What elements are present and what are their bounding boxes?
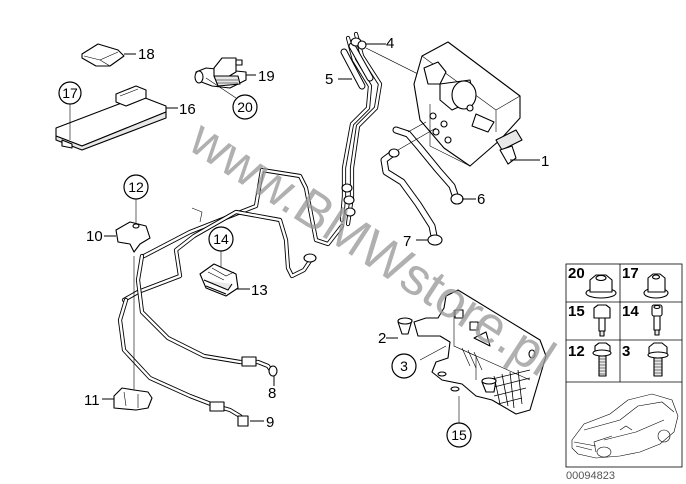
part-bracket[interactable] xyxy=(413,289,547,415)
part-8-hose[interactable] xyxy=(135,253,278,377)
part-18-cover[interactable] xyxy=(81,43,125,67)
part-16-control-module[interactable] xyxy=(55,85,167,151)
flange-nut-icon xyxy=(585,274,617,299)
callout-15-circle xyxy=(446,422,472,448)
fastener-kit-panel: 20 17 15 14 xyxy=(565,263,683,468)
car-outline-icon xyxy=(571,393,679,459)
part-11-clip[interactable] xyxy=(113,387,153,411)
part-brake-line-network[interactable] xyxy=(121,167,345,303)
part-19-sensor[interactable] xyxy=(194,57,247,89)
socket-bolt-icon xyxy=(651,304,663,336)
leader-3 xyxy=(419,345,447,361)
part-5-brake-lines[interactable] xyxy=(339,31,383,227)
callout-12[interactable]: 12 xyxy=(128,179,144,195)
part-13-clip-holder[interactable] xyxy=(199,263,239,297)
callout-8[interactable]: 8 xyxy=(268,385,276,402)
callout-2[interactable]: 2 xyxy=(378,330,386,347)
part-10-clip[interactable] xyxy=(115,221,151,253)
kit-label-14: 14 xyxy=(622,303,639,320)
callout-11[interactable]: 11 xyxy=(84,392,100,409)
callout-20-circle xyxy=(232,94,258,120)
callout-15[interactable]: 15 xyxy=(451,427,467,443)
kit-label-12: 12 xyxy=(568,343,585,360)
part-2-grommet[interactable] xyxy=(397,317,413,335)
callout-10[interactable]: 10 xyxy=(86,228,103,245)
leader-20 xyxy=(205,77,237,99)
callout-4[interactable]: 4 xyxy=(386,35,394,52)
part-6-hose[interactable] xyxy=(392,126,464,205)
callout-16[interactable]: 16 xyxy=(179,101,196,118)
callout-5[interactable]: 5 xyxy=(325,71,333,88)
kit-label-3: 3 xyxy=(622,343,630,360)
kit-frame xyxy=(565,263,683,468)
kit-label-17: 17 xyxy=(622,265,639,282)
callout-13[interactable]: 13 xyxy=(251,282,268,299)
callout-18[interactable]: 18 xyxy=(138,46,155,63)
hex-bolt-icon xyxy=(647,342,669,377)
callout-20[interactable]: 20 xyxy=(237,99,253,115)
kit-cell-12[interactable]: 12 xyxy=(568,342,612,377)
callout-19[interactable]: 19 xyxy=(258,68,275,85)
leader-7-dash xyxy=(397,127,437,151)
kit-cell-14[interactable]: 14 xyxy=(622,303,663,336)
callout-3[interactable]: 3 xyxy=(400,358,408,374)
part-4-fittings[interactable] xyxy=(350,37,367,50)
kit-cell-17[interactable]: 17 xyxy=(622,265,669,299)
hex-nut-icon xyxy=(643,273,669,299)
part-1-valve-block[interactable] xyxy=(413,41,523,167)
kit-cell-15[interactable]: 15 xyxy=(568,303,611,337)
flange-bolt-icon xyxy=(592,342,612,377)
leader-6-dash xyxy=(407,121,427,133)
callout-6[interactable]: 6 xyxy=(477,191,485,208)
kit-label-15: 15 xyxy=(568,303,585,320)
part-7-hose[interactable] xyxy=(380,148,443,246)
part-9-hose[interactable] xyxy=(117,297,249,427)
callout-1[interactable]: 1 xyxy=(541,153,549,170)
callout-17-circle xyxy=(58,81,82,105)
callout-14[interactable]: 14 xyxy=(213,231,229,247)
callout-3-circle xyxy=(391,353,417,379)
kit-cell-3[interactable]: 3 xyxy=(622,342,669,377)
reference-number: 00094823 xyxy=(566,470,615,482)
kit-cell-20[interactable]: 20 xyxy=(568,265,617,299)
callout-9[interactable]: 9 xyxy=(266,414,274,431)
shoulder-bolt-icon xyxy=(593,304,611,337)
kit-label-20: 20 xyxy=(568,265,585,282)
part-15-grommet-lower[interactable] xyxy=(481,377,497,393)
callout-17[interactable]: 17 xyxy=(62,85,78,101)
callout-7[interactable]: 7 xyxy=(403,233,411,250)
